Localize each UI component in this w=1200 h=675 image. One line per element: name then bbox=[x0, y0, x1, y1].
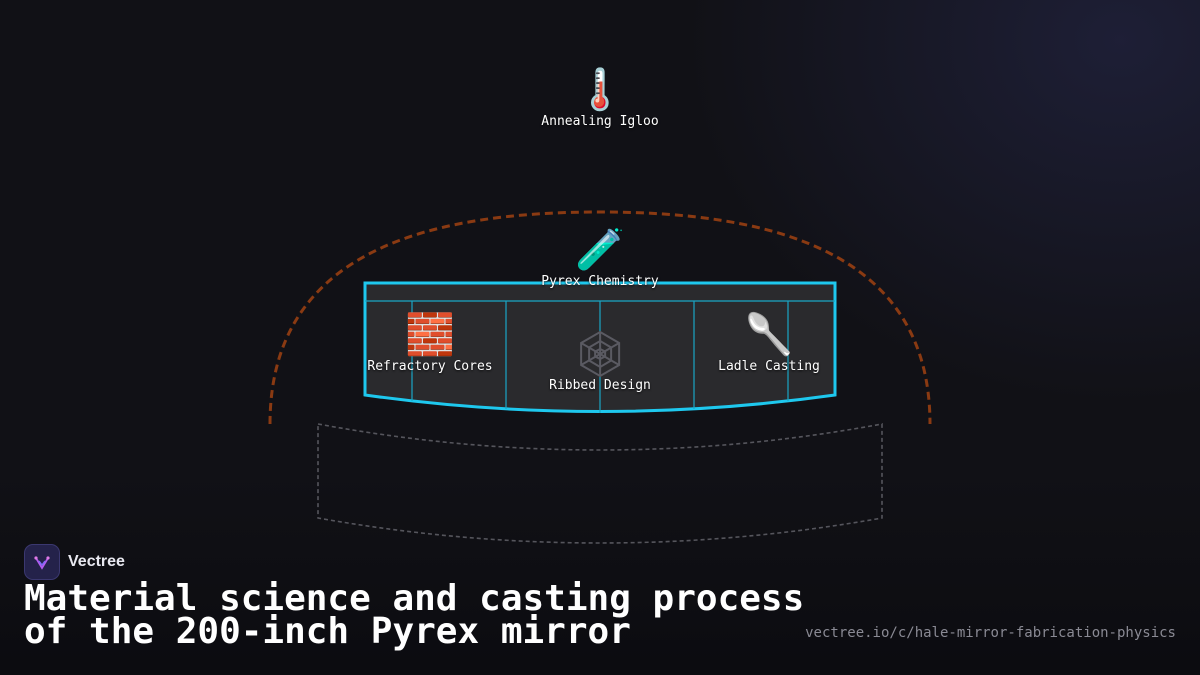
source-url[interactable]: vectree.io/c/hale-mirror-fabrication-phy… bbox=[805, 625, 1176, 641]
brick-icon: 🧱 bbox=[405, 312, 455, 358]
node-refractory-cores[interactable]: 🧱 Refractory Cores bbox=[367, 311, 492, 375]
node-label: Refractory Cores bbox=[367, 359, 493, 374]
brand-name: Vectree bbox=[68, 553, 125, 570]
thermometer-icon: 🌡️ bbox=[575, 67, 625, 113]
node-label: Ladle Casting bbox=[718, 359, 820, 374]
node-ribbed-design[interactable]: Ribbed Design bbox=[549, 330, 651, 394]
base-outline bbox=[317, 423, 883, 544]
dome-outline bbox=[268, 210, 932, 425]
vectree-logo-icon bbox=[24, 544, 60, 580]
node-ladle-casting[interactable]: 🥄 Ladle Casting bbox=[718, 311, 820, 375]
spider-web-glyph bbox=[580, 330, 620, 378]
node-label: Pyrex Chemistry bbox=[541, 274, 659, 289]
node-label: Annealing Igloo bbox=[541, 114, 659, 129]
brand[interactable]: Vectree bbox=[24, 544, 125, 580]
node-annealing-igloo[interactable]: 🌡️ Annealing Igloo bbox=[541, 66, 658, 130]
node-label: Ribbed Design bbox=[549, 378, 651, 393]
test-tube-icon: 🧪 bbox=[575, 227, 625, 273]
page-title: Material science and casting process of … bbox=[24, 578, 805, 652]
spoon-icon: 🥄 bbox=[744, 312, 794, 358]
node-pyrex-chemistry[interactable]: 🧪 Pyrex Chemistry bbox=[541, 226, 658, 290]
spider-web-icon bbox=[576, 330, 624, 378]
